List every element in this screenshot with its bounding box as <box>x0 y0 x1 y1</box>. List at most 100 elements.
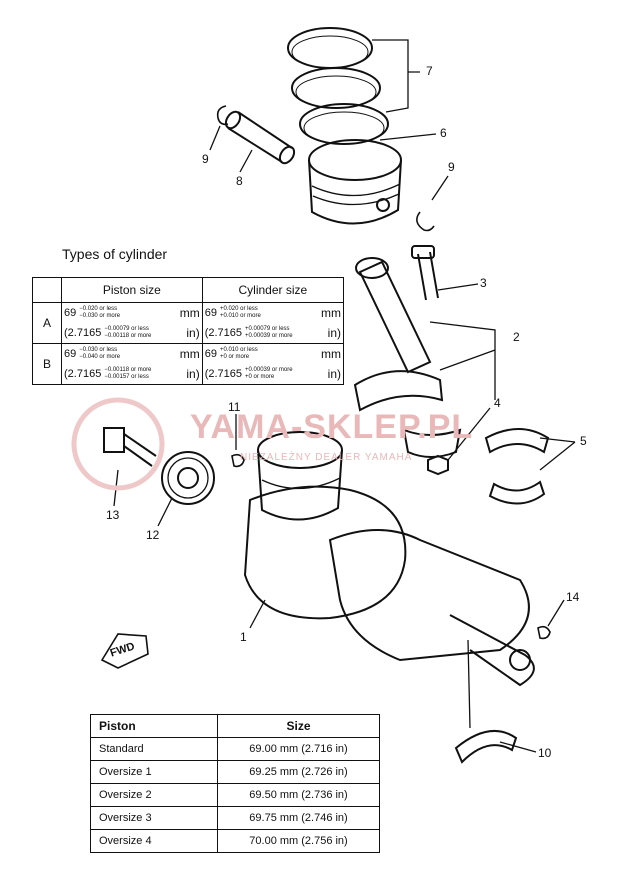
size-unit: in) <box>186 367 200 381</box>
label-3: 3 <box>480 276 487 290</box>
size-value: (2.7165 <box>64 327 102 339</box>
size-value: (2.7165 <box>204 327 243 339</box>
connecting-rod <box>358 260 432 374</box>
size-cell: 69.50 mm (2.736 in) <box>217 783 380 807</box>
tolerance-upper: +0.00079 or less <box>245 326 290 332</box>
rod-bolt <box>417 251 439 301</box>
tolerance: −0.00079 or less−0.00118 or more <box>104 326 151 340</box>
size-value: (2.7165 <box>204 368 243 380</box>
tolerance-lower: +0.010 or more <box>219 313 261 319</box>
tolerance: −0.00118 or more−0.00157 or less <box>104 367 151 381</box>
tolerance-lower: −0.00118 or more <box>104 333 152 339</box>
size-unit: mm <box>179 306 200 320</box>
label-6: 6 <box>440 126 447 140</box>
tolerance: +0.00079 or less+0.00039 or more <box>245 326 293 340</box>
size-unit: mm <box>179 347 200 361</box>
piston-grade-cell: Oversize 4 <box>90 829 218 853</box>
label-4: 4 <box>494 396 501 410</box>
size-unit: mm <box>321 306 341 320</box>
piston-grade-cell: Oversize 1 <box>90 760 218 784</box>
cylinder-table-title: Types of cylinder <box>62 246 168 262</box>
piston-grade-cell: Oversize 2 <box>90 783 218 807</box>
size-unit: in) <box>327 367 341 381</box>
key-14 <box>537 625 551 640</box>
fwd-arrow <box>100 633 149 669</box>
label-14: 14 <box>566 590 580 604</box>
table-header-row: Piston Size <box>90 714 380 738</box>
size-cell: 69.25 mm (2.726 in) <box>217 760 380 784</box>
piston-grade-cell: Standard <box>90 737 218 761</box>
tolerance: +0.010 or less+0 or more <box>220 347 258 361</box>
tolerance-lower: −0.00157 or less <box>104 374 149 380</box>
size-cell: 69.00 mm (2.716 in) <box>217 737 380 761</box>
piston-grade-cell: Oversize 3 <box>90 806 218 830</box>
piston-pin <box>227 111 293 163</box>
label-1: 1 <box>240 630 247 644</box>
tolerance-upper: +0.010 or less <box>219 347 258 353</box>
tolerance-upper: −0.030 or less <box>79 347 118 353</box>
tolerance-upper: −0.00079 or less <box>104 326 149 332</box>
tolerance-lower: +0 or more <box>219 354 250 360</box>
bearing-lower <box>488 480 546 505</box>
crank-gear <box>161 451 215 505</box>
size-value: 69 <box>64 307 77 319</box>
size-unit: mm <box>321 347 341 361</box>
piston-upper <box>308 139 402 181</box>
size-cell: 69.75 mm (2.746 in) <box>217 806 380 830</box>
tolerance-upper: −0.020 or less <box>79 306 118 312</box>
tolerance-lower: −0.030 or more <box>79 313 121 319</box>
tolerance-lower: −0.040 or more <box>79 354 121 360</box>
main-bearing <box>454 730 518 764</box>
label-5: 5 <box>580 434 587 448</box>
size-cell: 70.00 mm (2.756 in) <box>217 829 380 853</box>
label-2: 2 <box>513 330 520 344</box>
header-piston-size: Piston size <box>61 277 203 303</box>
label-12: 12 <box>146 528 160 542</box>
label-7: 7 <box>426 64 433 78</box>
tolerance-lower: +0 or more <box>245 374 275 380</box>
tolerance: +0.00039 or more+0 or more <box>245 367 293 381</box>
header-size: Size <box>217 714 380 738</box>
label-11: 11 <box>228 400 241 414</box>
size-unit: in) <box>327 326 341 340</box>
circlip-right <box>416 211 435 232</box>
rod-cap <box>402 428 462 458</box>
tolerance-upper: −0.00118 or more <box>104 367 152 373</box>
size-value: 69 <box>204 348 217 360</box>
watermark-tagline: NIEZALEŻNY DEALER YAMAHA <box>240 452 413 463</box>
crankshaft <box>243 485 407 620</box>
table-corner-cell <box>32 277 62 303</box>
bearing-upper <box>484 428 550 454</box>
type-cell: A <box>32 302 62 344</box>
tolerance: +0.020 or less+0.010 or more <box>220 306 261 320</box>
size-value: 69 <box>204 307 217 319</box>
label-9-right: 9 <box>448 160 455 174</box>
tolerance: −0.020 or less−0.030 or more <box>79 306 120 320</box>
label-10: 10 <box>538 746 552 760</box>
tolerance-upper: +0.00039 or more <box>245 367 293 373</box>
crank-bolt <box>103 427 125 453</box>
size-value: 69 <box>64 348 77 360</box>
watermark-brand: YAMA-SKLEP.PL <box>190 408 474 446</box>
label-8: 8 <box>236 174 243 188</box>
tolerance: −0.030 or less−0.040 or more <box>79 347 120 361</box>
label-9-left: 9 <box>202 152 209 166</box>
tolerance-lower: +0.00039 or more <box>245 333 293 339</box>
type-cell: B <box>32 343 62 385</box>
key-11 <box>231 453 245 468</box>
tolerance-upper: +0.020 or less <box>219 306 258 312</box>
header-piston: Piston <box>90 714 218 738</box>
